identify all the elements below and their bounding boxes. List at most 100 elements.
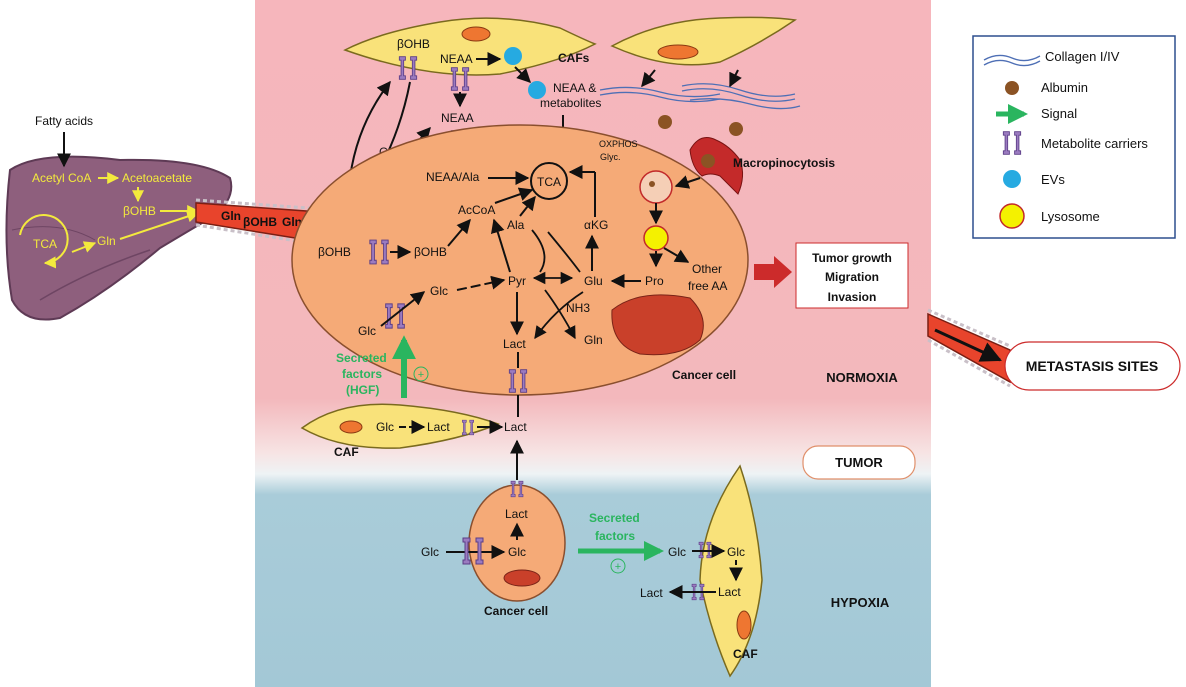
legend-lysosome: Lysosome xyxy=(1041,209,1100,224)
acoa-to-tca-arrow xyxy=(494,187,534,204)
bohb-out: βOHB xyxy=(318,245,351,259)
transamination-arc xyxy=(531,229,581,273)
hypoxia-lact: Lact xyxy=(505,507,528,521)
caf-to-collagen-arrow-1 xyxy=(641,69,656,88)
caf-top-right-nucleus xyxy=(657,44,699,60)
cancer-cell-nucleus xyxy=(611,294,704,356)
albumin-1 xyxy=(658,115,672,129)
acoa: AcCoA xyxy=(458,203,495,217)
caf-right-label: CAF xyxy=(733,647,758,661)
liver-gln-arrow xyxy=(119,210,200,240)
hypoxia-cell-nucleus xyxy=(503,569,541,587)
tumor-box xyxy=(802,445,916,480)
ev-arrow xyxy=(514,66,531,83)
bohb-in: βOHB xyxy=(414,245,447,259)
lysosome-to-other-aa-arrow xyxy=(663,247,690,263)
tca: TCA xyxy=(537,175,561,189)
vessel-bohb: βOHB xyxy=(243,215,277,229)
hypoxia-secreted-1: Secreted xyxy=(589,511,640,525)
albumin-2 xyxy=(729,122,743,136)
legend-lysosome-icon xyxy=(999,203,1025,229)
tca-cycle xyxy=(530,162,568,200)
caf-right-lact-out: Lact xyxy=(640,586,663,600)
tca-to-gln-arrow xyxy=(71,241,97,253)
hypoxia-label: HYPOXIA xyxy=(831,595,890,610)
secreted-factors-3: (HGF) xyxy=(346,383,379,397)
caf-bohb: βOHB xyxy=(397,37,430,51)
tumor-label: TUMOR xyxy=(835,455,883,470)
caf-to-collagen-arrow-2 xyxy=(729,69,742,88)
endosome-dot xyxy=(649,181,655,187)
legend-albumin: Albumin xyxy=(1041,80,1088,95)
caf-neaa: NEAA xyxy=(440,52,473,66)
secreted-factors-2: factors xyxy=(342,367,382,381)
signal-plus-circle-2 xyxy=(610,558,626,574)
neaa-mid: NEAA xyxy=(441,111,474,125)
caf-left-nucleus xyxy=(339,420,363,434)
vessel-gln-right: Gln xyxy=(282,215,302,229)
caf-left-label: CAF xyxy=(334,445,359,459)
legend-collagen: Collagen I/IV xyxy=(1045,49,1120,64)
metastasis-sites: METASTASIS SITES xyxy=(1026,358,1159,374)
legend-carriers: Metabolite carriers xyxy=(1041,136,1148,151)
signal-plus-1: + xyxy=(418,369,424,381)
migration: Migration xyxy=(825,270,879,284)
hypoxia-cell-label: Cancer cell xyxy=(484,604,548,618)
ala-to-tca-arrow xyxy=(519,195,536,217)
secreted-factors-1: Secreted xyxy=(336,351,387,365)
metastasis-box xyxy=(1004,341,1181,391)
lact: Lact xyxy=(503,337,526,351)
normoxia-label: NORMOXIA xyxy=(826,370,898,385)
vessel-gln-left: Gln xyxy=(221,209,241,223)
cancer-cell-label: Cancer cell xyxy=(672,368,736,382)
gln: Gln xyxy=(584,333,603,347)
caf-top-left-nucleus xyxy=(461,26,491,42)
lysosome xyxy=(643,225,669,251)
glu-gln-arc xyxy=(544,289,576,340)
tumor-growth: Tumor growth xyxy=(812,251,892,265)
signal-plus-circle-1 xyxy=(413,366,429,382)
nh3: NH3 xyxy=(566,301,590,315)
liver-tca: TCA xyxy=(33,237,57,251)
fatty-acids-label: Fatty acids xyxy=(35,114,93,128)
other-free-aa-2: free AA xyxy=(688,279,727,293)
caf-top-left xyxy=(343,17,597,76)
glc-outside: Glc xyxy=(358,324,376,338)
caf-right-nucleus xyxy=(736,610,752,640)
legend-evs: EVs xyxy=(1041,172,1065,187)
glyc: Glyc. xyxy=(600,152,621,162)
macropinocytosis-label: Macropinocytosis xyxy=(733,156,835,170)
liver-gln: Gln xyxy=(97,234,116,248)
signal-plus-2: + xyxy=(615,561,621,573)
legend-collagen-icon xyxy=(983,54,1041,67)
liver-tca-cycle xyxy=(19,214,69,269)
caf-right-glc-in: Glc xyxy=(727,545,745,559)
glu-gln-arc-2 xyxy=(534,291,584,340)
pyr: Pyr xyxy=(508,274,526,288)
blood-vessel-right xyxy=(927,308,1011,388)
caf-right-lact-in: Lact xyxy=(718,585,741,599)
pro: Pro xyxy=(645,274,664,288)
hypoxia-glc-in: Glc xyxy=(508,545,526,559)
neaa-metabolites-1: NEAA & xyxy=(553,81,596,95)
neaa-ala: NEAA/Ala xyxy=(426,170,480,184)
legend-albumin-icon xyxy=(1005,81,1019,95)
metastasis-arrow xyxy=(934,328,1002,362)
neaa-metabolites-2: metabolites xyxy=(540,96,601,110)
hypoxia-glc-out: Glc xyxy=(421,545,439,559)
glc-to-pyr-arrow xyxy=(456,275,506,291)
liver-acetyl-coa: Acetyl CoA xyxy=(32,171,91,185)
liver-bohb: βOHB xyxy=(123,204,156,218)
liver-acetoacetate: Acetoacetate xyxy=(122,171,192,185)
macropinocytosis-vesicle xyxy=(689,137,744,195)
legend-signal: Signal xyxy=(1041,106,1077,121)
outcome-arrow xyxy=(754,256,792,288)
macro-to-vesicle-arrow xyxy=(674,175,701,189)
akg: αKG xyxy=(584,218,608,232)
glu: Glu xyxy=(584,274,603,288)
caf-left-lact: Lact xyxy=(427,420,450,434)
liver xyxy=(5,155,233,321)
caf-left-glc: Glc xyxy=(376,420,394,434)
glc-in-arrow xyxy=(380,291,426,327)
caf-left-lact-out: Lact xyxy=(504,420,527,434)
